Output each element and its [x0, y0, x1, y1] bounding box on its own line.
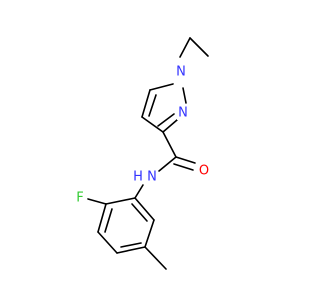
carbonyl-o-label: O: [199, 164, 209, 179]
bond-c4r-c5r: [116, 246, 146, 254]
pyrazole-n2-label: N: [178, 106, 188, 121]
amide-n-label: N: [147, 170, 157, 185]
bond-c4-c3: [141, 116, 164, 133]
amide-n-label-bg: [146, 168, 158, 184]
atom-label-layer: N N N H O F: [74, 63, 211, 206]
bond-carbonyl-o: [175, 156, 196, 164]
bond-c3-n2: [162, 119, 178, 133]
bond-carbonyl-nh: [158, 156, 177, 172]
bond-c3-carbonyl: [162, 131, 177, 158]
f-label-bg: [74, 189, 86, 205]
bond-layer: [87, 37, 209, 270]
bond-c1-c2: [105, 197, 136, 205]
bond-nh-c1: [134, 184, 144, 199]
bond-c6r-c1: [134, 197, 155, 221]
bond-n2-n1: [182, 87, 187, 104]
bond-c2-c3r-double: [104, 208, 113, 233]
fluorine-label: F: [76, 191, 83, 206]
amide-h-label: H: [133, 170, 143, 185]
bond-c4r-c5r-double: [120, 242, 142, 248]
n1-label-bg: [175, 63, 187, 79]
bond-c2-f: [87, 198, 107, 205]
n2-label-bg: [177, 104, 189, 120]
bond-c5-c4-double: [148, 94, 157, 117]
bond-c3-n2-double: [157, 113, 175, 127]
bond-c5r-methyl: [144, 246, 167, 270]
bond-ethyl-ch2-n1: [179, 37, 191, 58]
bond-c3r-c4r: [97, 231, 118, 254]
o-label-bg: [197, 163, 211, 179]
molecule-diagram: N N N H O F: [74, 37, 211, 270]
bond-ethyl-ch3-ch2: [189, 37, 209, 57]
bond-c2-c3r: [97, 203, 107, 233]
bond-n1-c5: [149, 83, 174, 91]
bond-c5r-c6r: [144, 219, 155, 248]
pyrazole-n1-label: N: [176, 65, 186, 80]
bond-carbonyl-o-double: [173, 163, 194, 171]
bond-c6r-c1-double: [131, 203, 148, 222]
bond-c5-c4: [141, 89, 151, 118]
